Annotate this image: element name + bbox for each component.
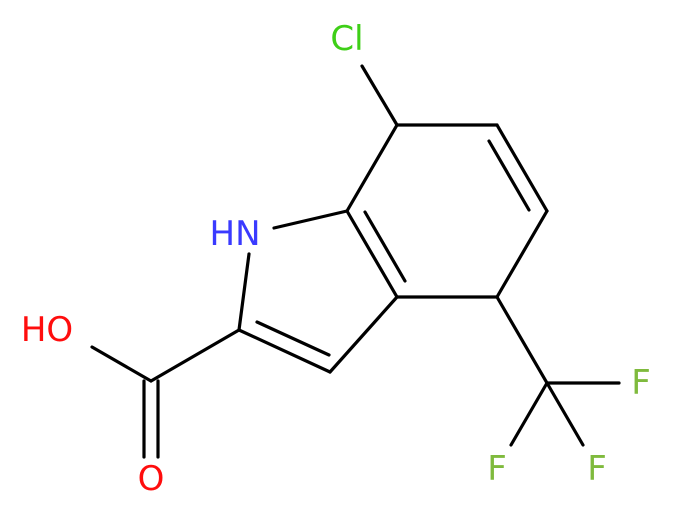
bond-c6-c5-inner (487, 139, 531, 212)
bond-c4-ccf3 (495, 295, 549, 385)
bond-ccf3-f3 (545, 381, 585, 447)
bond-ccf3-f2 (509, 381, 549, 447)
bonds (90, 64, 621, 459)
bond-c6-c5 (495, 123, 549, 213)
bond-c5-c4 (495, 209, 549, 299)
atom-labels: Cl HN HO O F F F (21, 19, 651, 499)
bond-c7a-c7 (345, 123, 399, 213)
bond-n-c2 (237, 252, 251, 332)
bond-c3a-c7a-inner (363, 210, 407, 283)
bond-c3a-c7a (345, 209, 399, 299)
atom-label-hydroxyl: HO (21, 310, 73, 350)
bond-c7a-n (272, 209, 349, 230)
atom-label-chlorine: Cl (330, 19, 363, 59)
atom-label-fluorine-1: F (631, 363, 651, 403)
bond-c2-ccooh (149, 328, 241, 383)
bond-ccooh-oh (90, 345, 153, 383)
bond-c2-c3-inner (255, 320, 331, 357)
atom-label-carbonyl-oxygen: O (138, 459, 165, 499)
atom-label-fluorine-3: F (587, 449, 607, 489)
bond-c7-cl (360, 64, 399, 127)
bond-c2-c3 (237, 328, 332, 374)
atom-label-fluorine-2: F (487, 449, 507, 489)
atom-label-nh: HN (210, 214, 261, 254)
bond-c3-c3a (328, 295, 399, 374)
